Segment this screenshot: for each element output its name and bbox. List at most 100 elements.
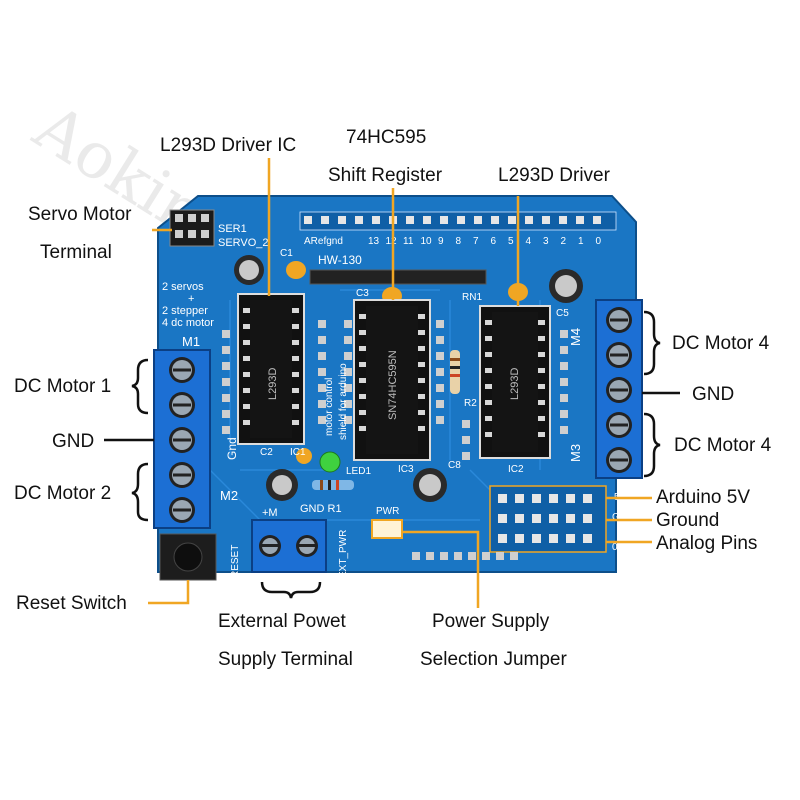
callout-arduino-5v: Arduino 5V — [656, 487, 751, 508]
callout-dc-motor-1: DC Motor 1 — [14, 376, 112, 397]
ceramic-cap-4 — [296, 448, 312, 464]
silk-model: HW-130 — [318, 253, 362, 267]
header-pin — [542, 216, 550, 224]
capacitor-c5 — [549, 269, 583, 303]
silk-pin-3: 3 — [543, 236, 549, 247]
silk-pin-9: 9 — [438, 236, 444, 247]
chip-pin — [292, 324, 299, 329]
silk-pin-7: 7 — [473, 236, 479, 247]
chip-pin — [359, 410, 366, 415]
callout-analog-pins: Analog Pins — [656, 533, 758, 554]
chip-pin — [418, 410, 425, 415]
power-jumper — [371, 519, 403, 539]
silk-motor-control: motor control — [324, 378, 335, 436]
resistor-r1 — [312, 480, 354, 490]
chip-pin — [418, 314, 425, 319]
left-chip — [250, 300, 292, 438]
analog-header-pin — [583, 494, 592, 503]
pad — [222, 378, 230, 386]
pad — [344, 416, 352, 424]
bottom-pad — [454, 552, 462, 560]
silk-pin-5: 5 — [508, 236, 514, 247]
chip-pin — [359, 394, 366, 399]
chip-pin — [538, 384, 545, 389]
chip-pin — [292, 372, 299, 377]
silk-pin-8: 8 — [456, 236, 462, 247]
chip-pin — [292, 404, 299, 409]
silk-ic2: IC2 — [508, 464, 524, 475]
silk-zero-five: 0-5 — [612, 542, 627, 553]
silk-m1: M1 — [182, 334, 200, 349]
bottom-pad — [496, 552, 504, 560]
callout-reset-switch: Reset Switch — [16, 593, 127, 614]
analog-header-pin — [583, 514, 592, 523]
header-pin — [508, 216, 516, 224]
chip-pin — [538, 352, 545, 357]
chip-pin — [243, 372, 250, 377]
chip-pin — [538, 416, 545, 421]
header-pin — [321, 216, 329, 224]
chip-pin — [418, 426, 425, 431]
middle-chip — [366, 306, 418, 454]
screw-slot — [610, 388, 628, 392]
reset-switch — [159, 533, 217, 581]
pad — [560, 346, 568, 354]
pad — [462, 436, 470, 444]
silk-ic1: IC1 — [290, 447, 306, 458]
header-pin — [406, 216, 414, 224]
callout-servo-terminal: Terminal — [40, 242, 112, 263]
silk-c8: C8 — [448, 460, 461, 471]
callout-ground: Ground — [656, 510, 720, 531]
hw130-header — [309, 269, 487, 285]
screw-slot — [173, 508, 191, 512]
brackets — [104, 310, 680, 599]
chip-pin — [243, 404, 250, 409]
chip-pin — [418, 378, 425, 383]
analog-header — [489, 485, 607, 553]
pad — [344, 352, 352, 360]
bottom-pad — [412, 552, 420, 560]
pad — [436, 320, 444, 328]
leader-jumper — [402, 530, 480, 608]
analog-header-pin — [532, 514, 541, 523]
right-chip — [492, 312, 538, 452]
pad — [560, 378, 568, 386]
pad — [222, 330, 230, 338]
silk-pwr: PWR — [376, 506, 399, 517]
chip-pin — [292, 308, 299, 313]
header-pin — [457, 216, 465, 224]
chip-pin — [243, 308, 250, 313]
screw-slot — [173, 438, 191, 442]
pad — [318, 368, 326, 376]
pad — [222, 394, 230, 402]
silk-c3: C3 — [356, 288, 369, 299]
silk-pin-10: 10 — [421, 236, 433, 247]
silk-pin-6: 6 — [491, 236, 497, 247]
silk-rn1: RN1 — [462, 292, 482, 303]
screw-slot — [610, 318, 628, 322]
analog-header-pin — [566, 514, 575, 523]
right-terminal-block — [595, 299, 643, 479]
screw-slot — [173, 473, 191, 477]
analog-header-pin — [498, 514, 507, 523]
chip-pin — [485, 320, 492, 325]
header-pin — [372, 216, 380, 224]
resistor-r2 — [450, 350, 460, 394]
analog-header-pin — [549, 534, 558, 543]
right-chip-marking: L293D — [509, 368, 521, 400]
pad — [344, 320, 352, 328]
silk-ic3: IC3 — [398, 464, 414, 475]
analog-header-pin — [583, 534, 592, 543]
chip-pin — [292, 420, 299, 425]
callout-74hc595: 74HC595 — [346, 127, 427, 148]
chip-pin — [359, 426, 366, 431]
pad — [318, 384, 326, 392]
bottom-pad — [440, 552, 448, 560]
leader-reset — [148, 580, 190, 605]
pad — [344, 384, 352, 392]
pad — [318, 400, 326, 408]
pad — [344, 368, 352, 376]
chip-pin — [359, 346, 366, 351]
